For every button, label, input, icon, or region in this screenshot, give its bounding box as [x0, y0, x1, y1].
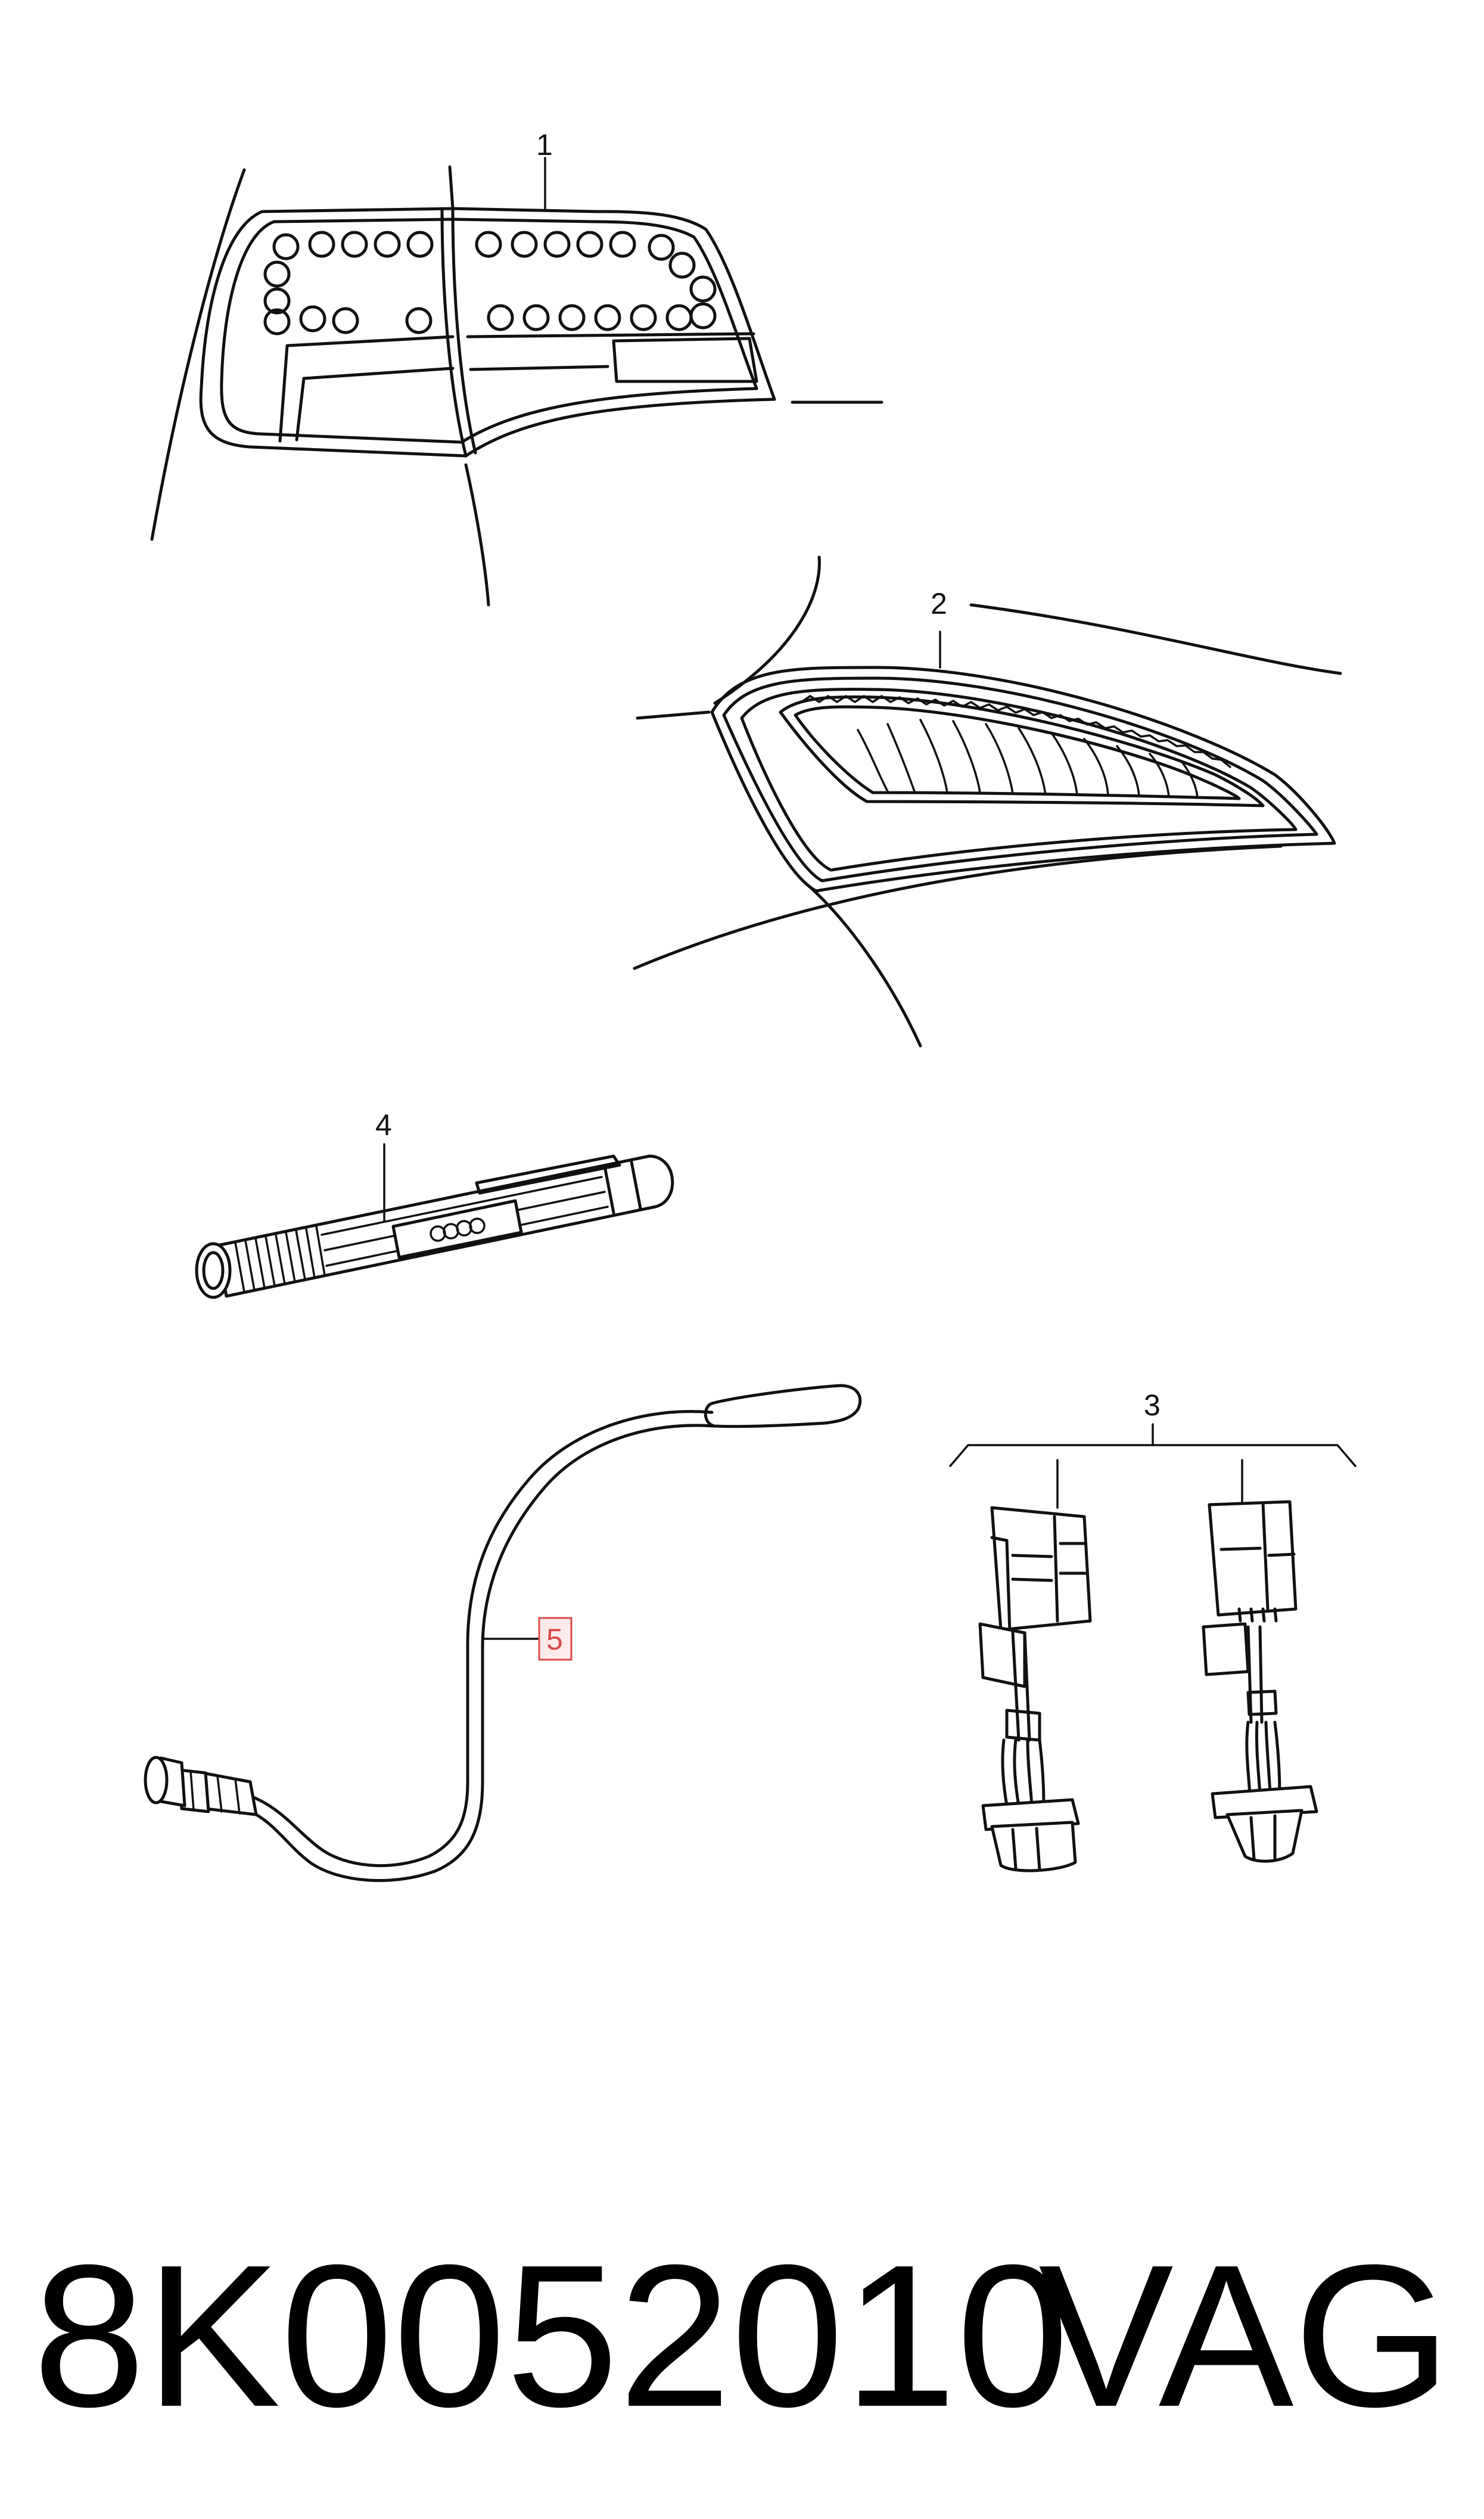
part-5-flex-cable	[144, 1384, 862, 1883]
callout-3[interactable]: 3	[1144, 1389, 1161, 1422]
part-number: 8K0052010	[33, 2223, 1069, 2449]
adapter-right	[1202, 1500, 1318, 1863]
adapter-left	[978, 1506, 1092, 1872]
callout-2[interactable]: 2	[931, 587, 947, 620]
leader-bracket-3	[949, 1444, 1357, 1467]
callout-1[interactable]: 1	[536, 128, 553, 161]
callout-5-box	[538, 1617, 573, 1661]
callout-4[interactable]: 4	[375, 1108, 392, 1142]
part-3-wiring-adapters	[949, 1423, 1357, 1872]
part-1-tail-light	[150, 157, 883, 607]
brand-name: VAG	[1038, 2223, 1451, 2449]
part-4-pen-light	[195, 1143, 674, 1299]
callout-5[interactable]: 5	[546, 1623, 563, 1656]
part-2-light-strip	[633, 555, 1342, 1048]
